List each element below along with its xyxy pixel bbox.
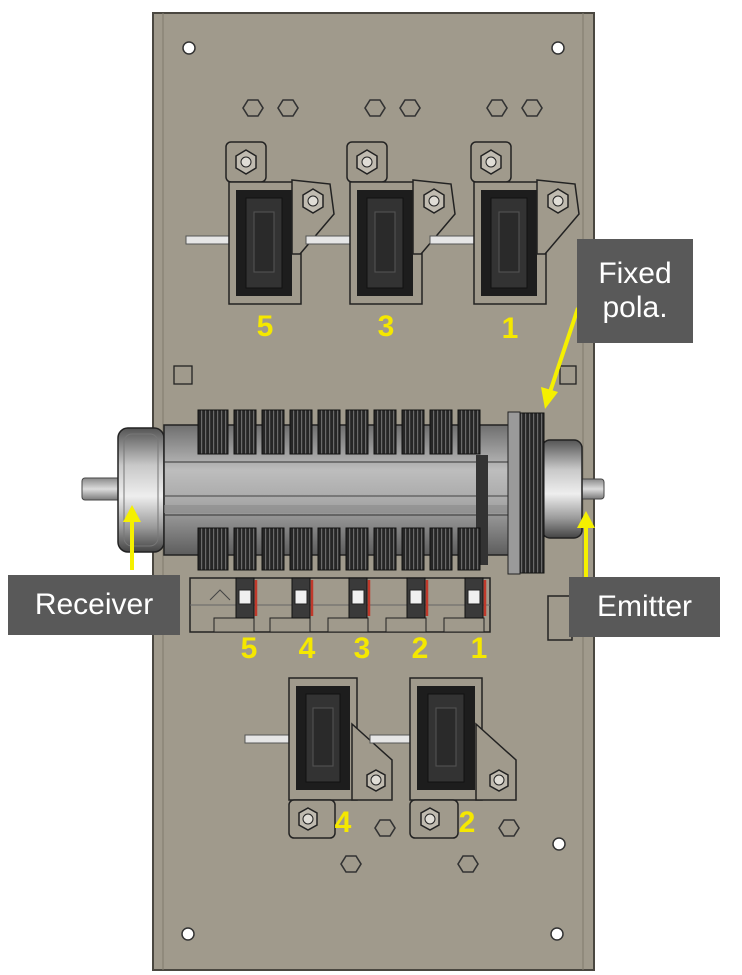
slot-number-3: 3 <box>353 632 371 665</box>
sensor-window <box>409 589 423 605</box>
gear-tooth-block <box>457 409 481 455</box>
mounting-hole <box>552 837 566 851</box>
fixed-polarizer-label-line-2: pola. <box>602 291 668 324</box>
mounting-hole <box>550 927 564 941</box>
gear-tooth-block <box>289 527 313 571</box>
module-number-top-3: 3 <box>377 310 395 343</box>
hex-nuts-bottom <box>340 819 520 873</box>
arrow-down-left-icon <box>541 307 580 409</box>
gear-tooth-block <box>261 409 285 455</box>
servo-module-5-top <box>185 141 335 305</box>
servo-module-4-bottom <box>244 677 393 839</box>
emitter-roller <box>541 439 583 539</box>
gear-tooth-block <box>429 527 453 571</box>
module-number-top-5: 5 <box>256 310 274 343</box>
emitter-label-text: Emitter <box>596 590 692 624</box>
receiver-roller <box>117 427 165 553</box>
gear-tooth-block <box>317 527 341 571</box>
sensor-window <box>467 589 481 605</box>
gear-tooth-block <box>429 409 453 455</box>
arrow-up-icon <box>577 511 595 578</box>
slot-number-5: 5 <box>240 632 258 665</box>
gear-tooth-block <box>401 527 425 571</box>
gear-tooth-block <box>289 409 313 455</box>
gear-tooth-block <box>401 409 425 455</box>
sensor-strip <box>189 577 491 633</box>
module-number-bottom-4: 4 <box>334 806 352 839</box>
square-cutout-right <box>559 365 577 385</box>
fixed-polarizer-label: Fixed pola. <box>577 239 693 343</box>
gear-tooth-block <box>373 409 397 455</box>
gear-tooth-block <box>373 527 397 571</box>
module-number-bottom-2: 2 <box>458 806 476 839</box>
gear-tooth-block <box>197 409 229 455</box>
servo-module-1-top <box>429 141 580 305</box>
mounting-hole <box>181 927 195 941</box>
gear-tooth-block <box>233 527 257 571</box>
gear-tooth-block <box>345 527 369 571</box>
square-cutout-left <box>173 365 193 385</box>
mounting-hole <box>182 41 196 55</box>
sensor-window <box>351 589 365 605</box>
gear-tooth-block <box>345 409 369 455</box>
arrow-up-icon <box>123 505 141 570</box>
slot-number-2: 2 <box>411 632 429 665</box>
gear-teeth-bottom-row <box>197 527 481 571</box>
hex-nut-pairs-top <box>242 99 543 117</box>
gear-teeth-top-row <box>197 409 481 455</box>
sensor-window <box>294 589 308 605</box>
optical-sensors <box>235 577 487 619</box>
receiver-label: Receiver <box>8 575 180 635</box>
fixed-polarizer-disc <box>517 412 545 574</box>
gear-tooth-block <box>317 409 341 455</box>
receiver-label-text: Receiver <box>34 588 154 622</box>
shaft-assembly <box>81 411 605 575</box>
gear-tooth-block <box>233 409 257 455</box>
servo-module-3-top <box>305 141 456 305</box>
fixed-polarizer-label-line-1: Fixed <box>598 257 672 291</box>
gear-tooth-block <box>261 527 285 571</box>
module-number-top-1: 1 <box>501 312 519 345</box>
gear-tooth-block <box>197 527 229 571</box>
mounting-holes <box>181 41 566 941</box>
gear-tooth-block <box>457 527 481 571</box>
servo-module-2-bottom <box>369 677 517 839</box>
slot-number-1: 1 <box>470 632 488 665</box>
mounting-hole <box>551 41 565 55</box>
slot-number-4: 4 <box>298 632 316 665</box>
sensor-window <box>238 589 252 605</box>
emitter-label: Emitter <box>569 577 720 637</box>
